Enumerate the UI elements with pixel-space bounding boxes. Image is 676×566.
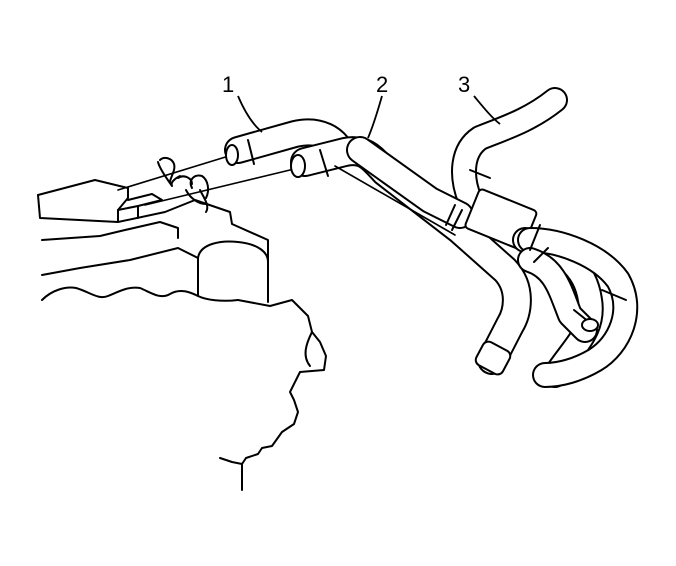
hose-clamps xyxy=(117,154,291,213)
callout-2: 2 xyxy=(376,72,388,97)
hose-2-end xyxy=(290,154,306,178)
coolant-hose-assembly xyxy=(346,87,639,388)
callout-3: 3 xyxy=(458,72,470,97)
callout-leaders xyxy=(237,95,501,139)
engine-block xyxy=(37,179,327,491)
hose-1-end xyxy=(225,144,239,166)
callout-labels: 1 2 3 xyxy=(222,72,470,97)
hose-2-outlet xyxy=(474,340,512,376)
callout-1: 1 xyxy=(222,72,234,97)
hose-3-end xyxy=(581,318,599,332)
